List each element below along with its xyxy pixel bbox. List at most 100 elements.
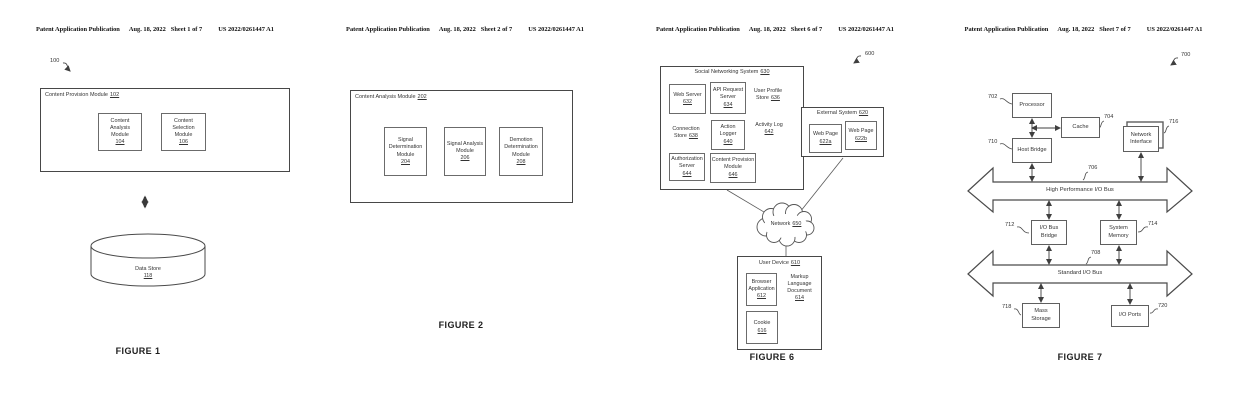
- bus-connector-arrows: [1029, 118, 1144, 305]
- authorization-server-box: Authorization Server 644: [669, 153, 705, 181]
- content-provision-module-box: Content Provision Module 646: [710, 153, 756, 183]
- ref-number: 104: [115, 139, 125, 146]
- sheet-2-panel: Patent Application Publication Aug. 18, …: [310, 0, 620, 400]
- standard-io-bus-arrow: [967, 249, 1193, 298]
- figure-1-caption: FIGURE 1: [115, 346, 161, 356]
- sheet-7-panel: Patent Application Publication Aug. 18, …: [930, 0, 1237, 400]
- header-sheet: Sheet 2 of 7: [480, 26, 513, 33]
- container-label: Content Analysis Module: [355, 93, 416, 100]
- activity-log-label: Activity Log 642: [755, 122, 783, 136]
- sheet-1-panel: Patent Application Publication Aug. 18, …: [0, 0, 310, 400]
- page-header: Patent Application Publication Aug. 18, …: [310, 26, 620, 33]
- ref-712: 712: [1005, 222, 1015, 228]
- ref-number: 106: [179, 139, 188, 146]
- ref-708: 708: [1091, 250, 1101, 256]
- network-interface-box: Network Interface: [1123, 126, 1159, 152]
- api-request-server-box: API Request Server 634: [710, 82, 746, 114]
- signal-determination-module-box: Signal Determination Module 204: [384, 127, 427, 176]
- header-sheet: Sheet 1 of 7: [170, 26, 203, 33]
- ref-716: 716: [1169, 119, 1179, 125]
- web-page-b-box: Web Page 622b: [845, 121, 877, 150]
- ref-number: 202: [417, 93, 427, 100]
- ref-100-leader-arrow: [62, 62, 71, 72]
- header-sheet: Sheet 6 of 7: [790, 26, 823, 33]
- header-number: US 2022/0261447 A1: [528, 26, 584, 33]
- ref-number: 630: [760, 69, 770, 75]
- ref-number: 204: [401, 158, 410, 165]
- data-store-label: Data Store 118: [135, 266, 161, 280]
- figure-ref-600: 600: [865, 51, 875, 57]
- action-logger-box: Action Logger 640: [711, 120, 745, 150]
- content-analysis-module-box: Content Analysis Module 104: [98, 113, 142, 151]
- header-date: Aug. 18, 2022: [748, 26, 786, 33]
- figure-7-caption: FIGURE 7: [1057, 352, 1103, 362]
- header-date: Aug. 18, 2022: [438, 26, 476, 33]
- page-header: Patent Application Publication Aug. 18, …: [930, 26, 1237, 33]
- ref-718: 718: [1002, 304, 1012, 310]
- header-sheet: Sheet 7 of 7: [1099, 26, 1131, 33]
- header-number: US 2022/0261447 A1: [1146, 26, 1203, 33]
- ref-number: 102: [109, 91, 120, 98]
- ref-number: 208: [516, 158, 526, 165]
- cache-box: Cache: [1061, 117, 1100, 138]
- header-publication: Patent Application Publication: [964, 26, 1049, 33]
- header-date: Aug. 18, 2022: [1057, 26, 1095, 33]
- container-label: Social Networking System: [694, 69, 759, 75]
- web-page-a-box: Web Page 622a: [809, 124, 842, 153]
- figure-ref-100: 100: [50, 58, 60, 64]
- markup-language-document-label: Markup Language Document 614: [787, 274, 812, 302]
- box-label: Content Analysis Module: [109, 117, 131, 138]
- content-selection-module-box: Content Selection Module 106: [161, 113, 206, 151]
- ref-600-leader-arrow: [853, 55, 862, 64]
- signal-analysis-module-box: Signal Analysis Module 206: [444, 127, 486, 176]
- box-label: Demotion Determination Module: [504, 137, 538, 158]
- figure-ref-700: 700: [1181, 52, 1191, 58]
- ref-number: 206: [460, 155, 470, 161]
- header-number: US 2022/0261447 A1: [838, 26, 894, 33]
- mass-storage-box: Mass Storage: [1022, 303, 1060, 328]
- box-label: Signal Analysis Module: [446, 140, 484, 154]
- figure-2-caption: FIGURE 2: [438, 320, 484, 330]
- high-performance-io-bus-label: High Performance I/O Bus: [1046, 187, 1114, 193]
- box-label: Signal Determination Module: [388, 137, 423, 158]
- box-label: Content Selection Module: [172, 117, 195, 138]
- standard-io-bus-label: Standard I/O Bus: [1057, 270, 1103, 276]
- figure-6-caption: FIGURE 6: [749, 352, 795, 362]
- ref-704: 704: [1104, 114, 1114, 120]
- header-number: US 2022/0261447 A1: [218, 26, 274, 33]
- header-publication: Patent Application Publication: [346, 26, 430, 33]
- high-performance-io-bus-arrow: [967, 166, 1193, 214]
- cookie-box: Cookie 616: [746, 311, 778, 344]
- browser-application-box: Browser Application 612: [746, 273, 777, 306]
- header-date: Aug. 18, 2022: [128, 26, 166, 33]
- io-bus-bridge-box: I/O Bus Bridge: [1031, 220, 1067, 245]
- ref-720: 720: [1158, 303, 1168, 309]
- sheet-6-panel: Patent Application Publication Aug. 18, …: [620, 0, 930, 400]
- host-bridge-box: Host Bridge: [1012, 138, 1052, 163]
- page-header: Patent Application Publication Aug. 18, …: [0, 26, 310, 33]
- demotion-determination-module-box: Demotion Determination Module 208: [499, 127, 543, 176]
- processor-box: Processor: [1012, 93, 1052, 118]
- ref-702: 702: [988, 94, 998, 100]
- external-to-network-line: [799, 157, 844, 213]
- ref-710: 710: [988, 139, 998, 145]
- header-publication: Patent Application Publication: [656, 26, 740, 33]
- figure-7-artwork: [967, 57, 1193, 316]
- ref-700-leader-arrow: [1170, 57, 1179, 66]
- system-memory-box: System Memory: [1100, 220, 1137, 245]
- network-cloud: [756, 202, 815, 247]
- ref-706: 706: [1088, 165, 1098, 171]
